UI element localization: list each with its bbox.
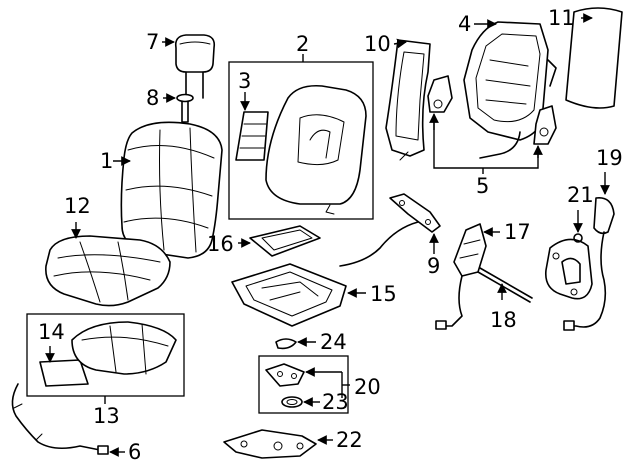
- cushion-pad: [39, 359, 89, 387]
- callout-1: 1: [100, 149, 114, 173]
- mounting-plate: [223, 429, 317, 459]
- callout-8: 8: [146, 86, 160, 110]
- callout-13: 13: [93, 404, 120, 428]
- callout-17: 17: [504, 220, 531, 244]
- callout-14: 14: [38, 320, 65, 344]
- seat-cushion-cover: [45, 235, 171, 307]
- rod: [477, 267, 533, 303]
- cushion-frame: [231, 263, 347, 327]
- wiring-harness: [11, 383, 109, 455]
- callout-2: 2: [296, 32, 310, 56]
- callout-23: 23: [322, 390, 349, 414]
- ring: [281, 396, 303, 408]
- seat-back-cover: [120, 121, 223, 259]
- callout-5: 5: [476, 174, 490, 198]
- callout-15: 15: [370, 282, 397, 306]
- headrest: [174, 34, 216, 99]
- callout-19: 19: [596, 146, 623, 170]
- leader-5-bracket: [433, 116, 539, 169]
- recliner-assembly: [427, 75, 557, 159]
- callout-4: 4: [458, 12, 472, 36]
- callout-9: 9: [427, 254, 441, 278]
- callout-11: 11: [548, 6, 575, 30]
- callout-3: 3: [238, 69, 252, 93]
- back-pad: [235, 111, 269, 161]
- group-box-2: [228, 61, 374, 220]
- headrest-guide: [176, 93, 194, 123]
- cushion: [71, 321, 177, 375]
- callout-24: 24: [320, 330, 347, 354]
- back-panel: [565, 7, 623, 109]
- leader-lines: [45, 13, 610, 457]
- callout-22: 22: [336, 428, 363, 452]
- leader-10: [393, 38, 407, 49]
- bracket-assembly: [265, 363, 305, 387]
- callout-21: 21: [567, 183, 594, 207]
- clip: [275, 338, 297, 350]
- callout-10: 10: [364, 32, 391, 56]
- callout-7: 7: [146, 30, 160, 54]
- release-cable: [339, 193, 441, 267]
- back-side-frame: [385, 39, 431, 161]
- callout-20: 20: [354, 375, 381, 399]
- callout-6: 6: [128, 440, 142, 464]
- seat-track-motor: [435, 223, 487, 330]
- lumbar-bracket: [544, 233, 593, 300]
- lumbar-harness: [563, 197, 615, 331]
- cushion-pad-plate: [249, 225, 321, 257]
- callout-18: 18: [490, 308, 517, 332]
- seat-back-pad: [265, 84, 367, 215]
- callout-12: 12: [64, 194, 91, 218]
- callout-16: 16: [207, 232, 234, 256]
